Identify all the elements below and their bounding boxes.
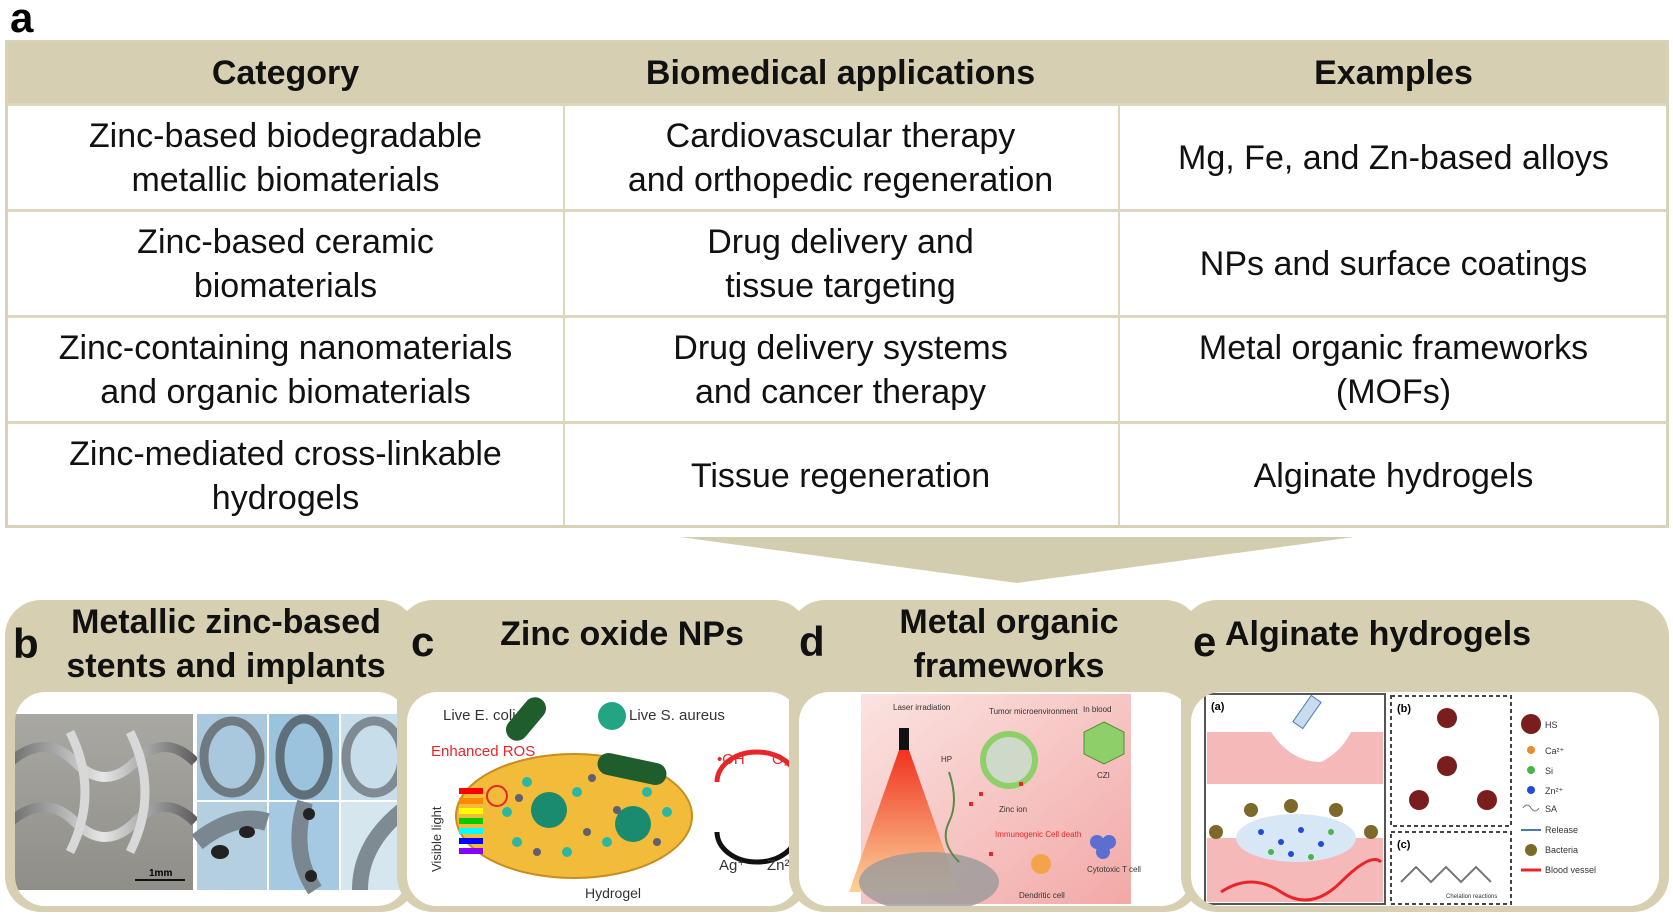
svg-text:Cytotoxic T cell: Cytotoxic T cell <box>1087 865 1141 874</box>
svg-text:In blood: In blood <box>1083 705 1111 714</box>
panel-b-figure: 1mm <box>15 692 407 906</box>
mof-crystal-icon <box>1083 721 1125 765</box>
svg-text:SA: SA <box>1545 804 1557 814</box>
light-label: Visible light <box>429 806 444 872</box>
examples-cell: Mg, Fe, and Zn-based alloys <box>1178 138 1609 177</box>
saureus-icon <box>598 702 626 730</box>
panel-d-figure: Laser irradiation Tumor microenvironment… <box>799 692 1191 906</box>
header-examples: Examples <box>1314 53 1473 92</box>
panel-c-figure: Live E. coli Live S. aureus Enhanced ROS… <box>407 692 799 906</box>
panel-c-card: c Zinc oxide NPs Live E. coli Live S. au… <box>397 600 809 912</box>
header-category: Category <box>211 53 360 92</box>
svg-text:Bacteria: Bacteria <box>1545 845 1578 855</box>
column-divider <box>1118 103 1120 525</box>
svg-text:Blood vessel: Blood vessel <box>1545 865 1596 875</box>
examples-cell: Metal organic frameworks(MOFs) <box>1198 328 1589 411</box>
svg-text:Dendritic cell: Dendritic cell <box>1019 891 1065 900</box>
svg-text:Ca²⁺: Ca²⁺ <box>1545 746 1565 756</box>
panel-e-figure: (a) (b) (c) Chelation reactions HS Ca²⁺ … <box>1191 692 1659 906</box>
svg-text:HP: HP <box>941 755 952 764</box>
panel-e-title: Alginate hydrogels <box>1225 615 1532 653</box>
svg-text:(a): (a) <box>1211 701 1225 713</box>
panel-d-letter: d <box>799 618 825 665</box>
svg-text:CZI: CZI <box>1097 771 1110 780</box>
category-table: Category Biomedical applications Example… <box>5 40 1669 528</box>
svg-text:HS: HS <box>1545 720 1558 730</box>
down-arrow-icon <box>680 537 1354 583</box>
svg-text:Release: Release <box>1545 825 1578 835</box>
panel-e-card: e Alginate hydrogels (a) (b) (c) Chelati… <box>1181 600 1669 912</box>
examples-cell: NPs and surface coatings <box>1199 244 1588 283</box>
svg-text:(b): (b) <box>1397 703 1411 715</box>
svg-text:Zinc ion: Zinc ion <box>999 805 1027 814</box>
examples-cell: Alginate hydrogels <box>1253 456 1534 495</box>
svg-text:Laser irradiation: Laser irradiation <box>893 703 950 712</box>
svg-text:•OH: •OH <box>717 751 745 768</box>
scale-bar-label: 1mm <box>149 868 172 879</box>
panel-c-title: Zinc oxide NPs <box>500 615 744 653</box>
svg-text:Zn²⁺: Zn²⁺ <box>1545 786 1564 796</box>
blood-vessel-icon <box>1220 858 1383 902</box>
svg-text:Ag⁺: Ag⁺ <box>719 857 745 874</box>
hydrogel-label: Hydrogel <box>585 885 641 901</box>
panel-b-letter: b <box>13 620 39 667</box>
laser-icon <box>899 728 909 750</box>
syringe-icon <box>1292 694 1322 730</box>
svg-text:(c): (c) <box>1397 839 1411 851</box>
table-header: Category Biomedical applications Example… <box>8 43 1666 103</box>
application-cell: Tissue regeneration <box>690 456 991 495</box>
visible-light-icon <box>459 788 483 854</box>
panel-a-letter: a <box>10 0 34 41</box>
svg-text:Tumor microenvironment: Tumor microenvironment <box>989 707 1078 716</box>
histology-grid <box>191 714 407 895</box>
hydrogel-disc <box>455 753 693 879</box>
t-cell-icon <box>1090 835 1116 859</box>
svg-text:Si: Si <box>1545 766 1553 776</box>
ecoli-label: Live E. coli <box>443 707 516 724</box>
column-divider <box>563 103 565 525</box>
saureus-label: Live S. aureus <box>629 707 725 724</box>
svg-text:Chelation reactions: Chelation reactions <box>1446 894 1497 900</box>
svg-text:Immunogenic Cell death: Immunogenic Cell death <box>995 830 1081 839</box>
legend: HS Ca²⁺ Si Zn²⁺ SA Release Bacteria Bloo… <box>1521 714 1596 875</box>
ecoli-icon <box>506 697 546 741</box>
ros-label: Enhanced ROS <box>431 743 535 760</box>
panel-c-letter: c <box>411 618 435 665</box>
header-applications: Biomedical applications <box>645 53 1036 92</box>
dendritic-cell-icon <box>1031 854 1051 874</box>
panel-e-letter: e <box>1193 618 1217 665</box>
